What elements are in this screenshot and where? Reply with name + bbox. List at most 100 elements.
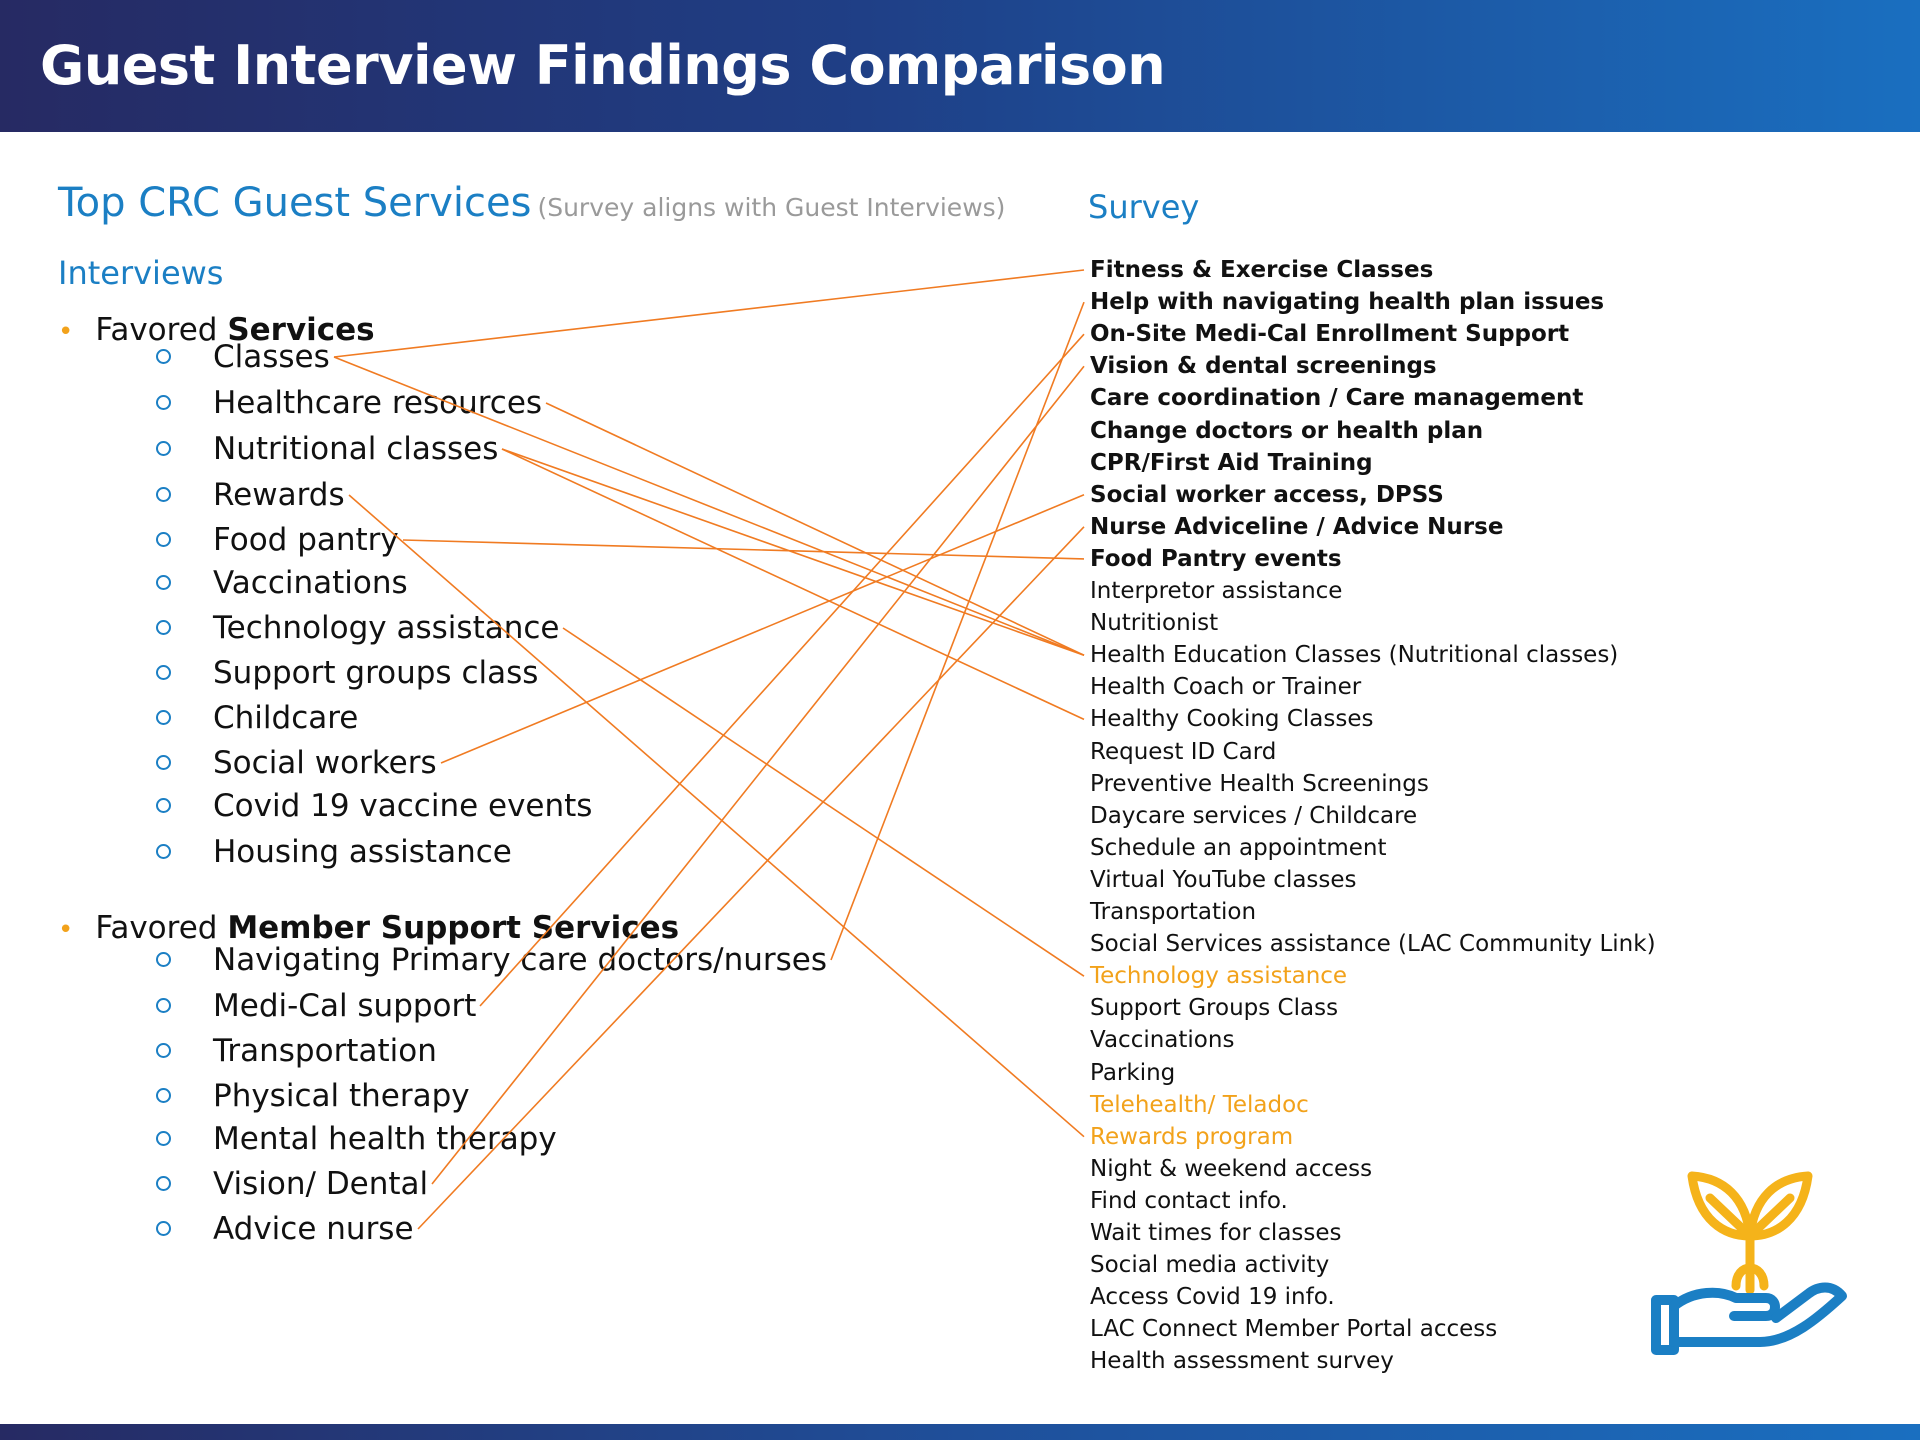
survey-item: Virtual YouTube classes [1090, 866, 1357, 893]
survey-item: LAC Connect Member Portal access [1090, 1316, 1498, 1343]
survey-item: Technology assistance [1090, 963, 1348, 990]
survey-item: Night & weekend access [1090, 1155, 1373, 1182]
circle-bullet-icon [156, 844, 171, 859]
survey-heading: Survey [1088, 188, 1200, 226]
service-item-label: Social workers [213, 745, 437, 781]
survey-item: Wait times for classes [1090, 1220, 1342, 1246]
service-item-label: Advice nurse [213, 1211, 414, 1247]
service-item-label: Support groups class [213, 655, 539, 691]
survey-item: CPR/First Aid Training [1090, 449, 1373, 476]
survey-item: Preventive Health Screenings [1090, 770, 1429, 797]
section-subtitle: (Survey aligns with Guest Interviews) [537, 193, 1006, 222]
service-item: Navigating Primary care doctors/nurses [156, 940, 827, 980]
service-item: Medi-Cal support [156, 986, 476, 1026]
survey-item: Interpretor assistance [1090, 578, 1343, 604]
service-item: Food pantry [156, 520, 399, 560]
service-item: Covid 19 vaccine events [156, 786, 592, 826]
service-item-label: Navigating Primary care doctors/nurses [213, 942, 828, 978]
group-heading: •Favored Services [58, 312, 375, 348]
service-item: Advice nurse [156, 1209, 414, 1249]
circle-bullet-icon [156, 349, 171, 364]
circle-bullet-icon [156, 620, 171, 635]
service-item: Vaccinations [156, 563, 408, 603]
circle-bullet-icon [156, 575, 171, 590]
survey-item: Help with navigating health plan issues [1090, 289, 1605, 316]
service-item-label: Classes [213, 339, 330, 375]
survey-item: Rewards program [1090, 1123, 1294, 1150]
survey-item: Social worker access, DPSS [1090, 481, 1444, 508]
service-item-label: Healthcare resources [213, 385, 543, 421]
service-item-label: Vaccinations [213, 565, 408, 601]
interviews-heading: Interviews [58, 254, 224, 292]
circle-bullet-icon [156, 1043, 171, 1058]
connector-line [501, 448, 1085, 656]
survey-item: Nurse Adviceline / Advice Nurse [1090, 513, 1504, 540]
survey-item: Access Covid 19 info. [1090, 1284, 1335, 1311]
survey-item: Transportation [1090, 899, 1257, 925]
survey-item: Schedule an appointment [1090, 834, 1387, 861]
section-title: Top CRC Guest Services(Survey aligns wit… [58, 180, 1005, 226]
circle-bullet-icon [156, 395, 171, 410]
service-item-label: Physical therapy [213, 1078, 470, 1114]
circle-bullet-icon [156, 798, 171, 813]
survey-item: Health Coach or Trainer [1090, 674, 1362, 701]
circle-bullet-icon [156, 441, 171, 456]
connector-line [402, 539, 1085, 560]
service-item: Nutritional classes [156, 429, 498, 469]
survey-item: Telehealth/ Teladoc [1090, 1091, 1309, 1118]
service-item: Social workers [156, 743, 437, 783]
survey-item: Vaccinations [1090, 1027, 1235, 1054]
connector-line [830, 301, 1085, 961]
service-item: Mental health therapy [156, 1119, 557, 1159]
survey-item: Health Education Classes (Nutritional cl… [1090, 642, 1619, 669]
service-item: Childcare [156, 698, 358, 738]
page-title: Guest Interview Findings Comparison [40, 34, 1166, 97]
connector-line [545, 402, 1085, 656]
circle-bullet-icon [156, 1088, 171, 1103]
service-item-label: Vision/ Dental [213, 1166, 429, 1202]
service-item-label: Housing assistance [213, 834, 512, 870]
circle-bullet-icon [156, 665, 171, 680]
survey-item: On-Site Medi-Cal Enrollment Support [1090, 321, 1570, 348]
service-item: Classes [156, 337, 330, 377]
circle-bullet-icon [156, 487, 171, 502]
survey-item: Food Pantry events [1090, 545, 1342, 572]
bullet-icon: • [58, 915, 74, 945]
service-item: Support groups class [156, 653, 538, 693]
survey-item: Find contact info. [1090, 1187, 1288, 1214]
section-title-text: Top CRC Guest Services [58, 180, 532, 226]
footer-bar [0, 1424, 1920, 1440]
survey-item: Care coordination / Care management [1090, 385, 1584, 412]
survey-item: Vision & dental screenings [1090, 353, 1437, 380]
circle-bullet-icon [156, 532, 171, 547]
service-item-label: Nutritional classes [213, 431, 499, 467]
circle-bullet-icon [156, 1221, 171, 1236]
connector-line [501, 448, 1085, 721]
hand-with-sprout-icon [1651, 1171, 1847, 1355]
service-item-label: Rewards [213, 477, 345, 513]
survey-item: Nutritionist [1090, 610, 1219, 637]
service-item: Housing assistance [156, 832, 512, 872]
service-item-label: Covid 19 vaccine events [213, 788, 593, 824]
survey-item: Fitness & Exercise Classes [1090, 257, 1434, 283]
group-heading-prefix: Favored [95, 312, 228, 348]
survey-item: Request ID Card [1090, 738, 1277, 765]
survey-item: Social Services assistance (LAC Communit… [1090, 931, 1656, 958]
connector-line [479, 333, 1085, 1007]
service-item-label: Technology assistance [213, 610, 560, 646]
service-item: Physical therapy [156, 1076, 470, 1116]
circle-bullet-icon [156, 755, 171, 770]
service-item-label: Mental health therapy [213, 1121, 557, 1157]
circle-bullet-icon [156, 710, 171, 725]
service-item: Vision/ Dental [156, 1164, 428, 1204]
survey-item: Health assessment survey [1090, 1348, 1394, 1375]
survey-item: Change doctors or health plan [1090, 417, 1484, 444]
survey-item: Support Groups Class [1090, 995, 1339, 1022]
survey-item: Parking [1090, 1059, 1176, 1086]
service-item: Technology assistance [156, 608, 559, 648]
connector-line [431, 365, 1085, 1185]
circle-bullet-icon [156, 952, 171, 967]
survey-item: Healthy Cooking Classes [1090, 706, 1374, 733]
service-item-label: Transportation [213, 1033, 437, 1069]
service-item-label: Food pantry [213, 522, 399, 558]
